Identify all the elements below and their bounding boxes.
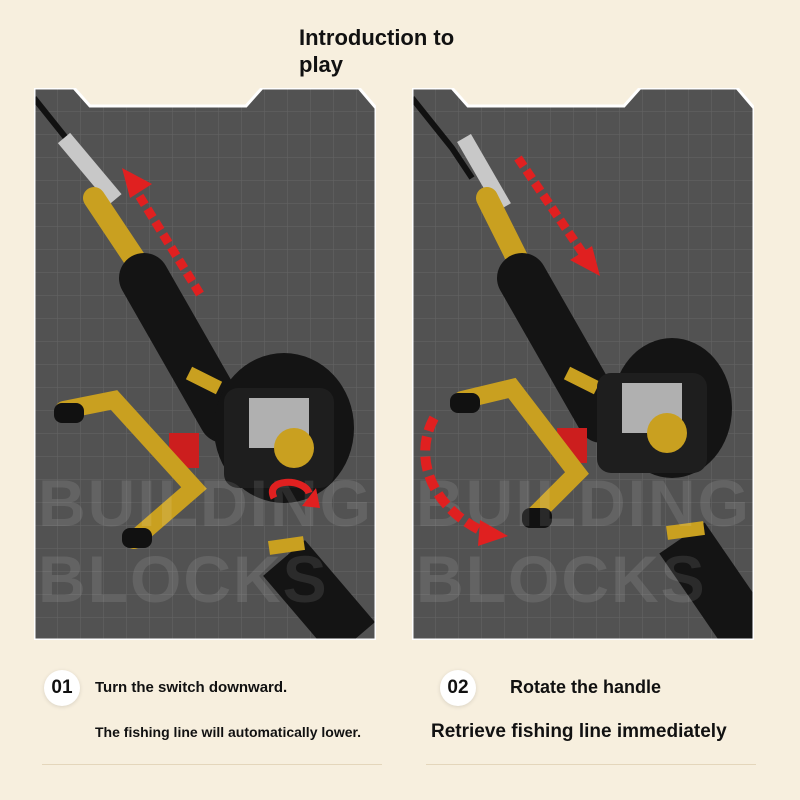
- instruction-image-1: BUILDING BLOCKS: [34, 88, 376, 640]
- step-instruction: Turn the switch downward.: [95, 679, 288, 696]
- divider: [42, 764, 382, 765]
- step-detail: The fishing line will automatically lowe…: [95, 724, 362, 740]
- instruction-image-2: BUILDING BLOCKS: [412, 88, 754, 640]
- step-number: 01: [44, 670, 80, 706]
- step-detail: Retrieve fishing line immediately: [431, 721, 727, 742]
- step-instruction: Rotate the handle: [510, 677, 662, 697]
- step-number: 02: [440, 670, 476, 706]
- divider: [426, 764, 756, 765]
- page-title: Introduction to play: [299, 25, 455, 77]
